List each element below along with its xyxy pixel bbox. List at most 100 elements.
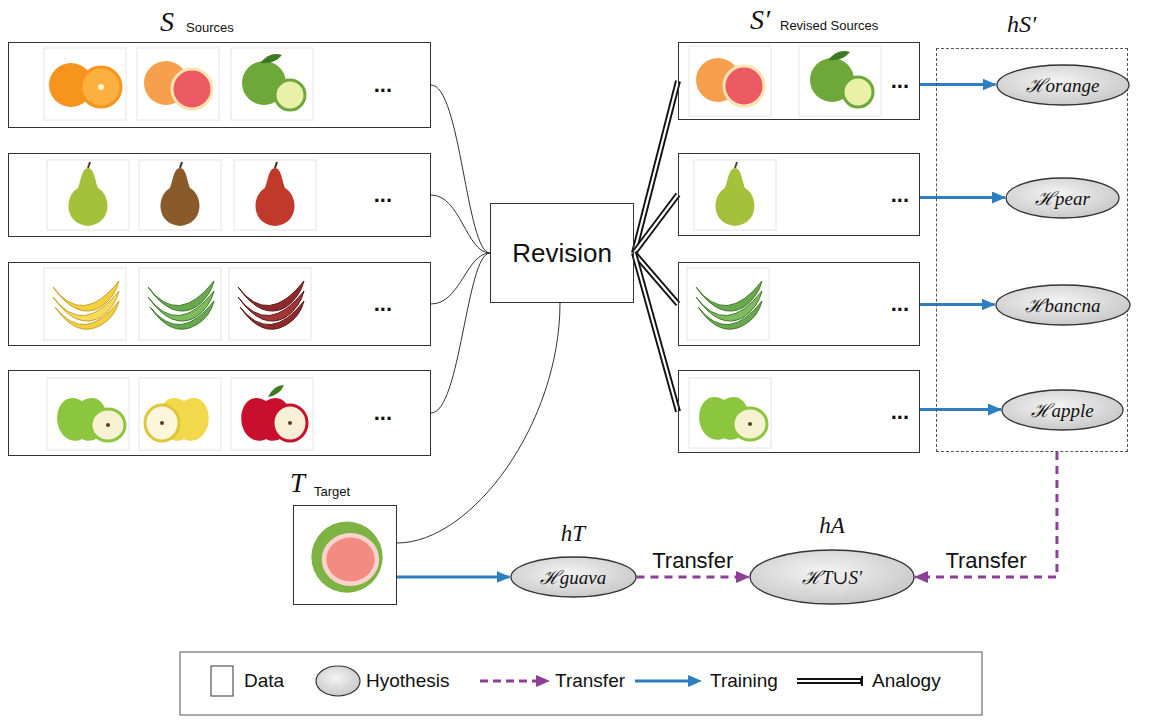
apple-image (699, 397, 767, 440)
legend-text: Hyothesis (366, 670, 449, 692)
node-text: ℋT∪S′ (802, 564, 862, 590)
orange-image (49, 63, 121, 107)
node-text: ... (891, 291, 909, 317)
target-hypothesis-ellipse: hTℋguava (510, 556, 637, 598)
connector (920, 409, 1001, 410)
image-frame (234, 160, 316, 230)
source-data-box: ... (8, 370, 431, 456)
image-frame (229, 268, 311, 340)
image-frame (47, 160, 129, 230)
connector (920, 197, 1005, 198)
node-text: ... (374, 291, 392, 317)
node-heading: hT (561, 521, 585, 547)
connector (920, 304, 995, 305)
set-symbol: S′ (750, 4, 770, 36)
ellipse-shape (1002, 390, 1123, 430)
image-frame (689, 378, 771, 448)
grapefruit-image (696, 58, 764, 106)
connector-line (431, 85, 490, 253)
legend-frame (180, 652, 982, 715)
connector-line (920, 303, 995, 306)
connector (634, 81, 678, 253)
source-data-box: ... (8, 153, 431, 237)
connector (397, 303, 560, 543)
hypothesis-ellipse: ℋpear (1005, 177, 1120, 219)
edge-label: Transfer (942, 548, 1029, 574)
node-text: ... (891, 182, 909, 208)
connector (920, 84, 996, 85)
connector-line (634, 195, 678, 254)
pear-image (716, 162, 755, 226)
node-text: ℋorange (1026, 72, 1100, 98)
node-text: ℋapple (1031, 397, 1093, 423)
target-data-box: TTarget (293, 505, 397, 605)
hypothesis-ellipse: ℋapple (1001, 389, 1124, 431)
guava-image (311, 522, 382, 593)
legend-transfer-sample (480, 680, 538, 683)
node-heading: T (290, 468, 305, 499)
legend-text: Analogy (872, 670, 941, 692)
connector (634, 253, 678, 412)
revision-box: Revision (490, 203, 634, 303)
banana-image (53, 281, 119, 329)
banana-image (696, 281, 762, 329)
legend-analogy-sample (797, 678, 862, 684)
ellipse-shape (1006, 178, 1119, 218)
node-text: ... (891, 399, 909, 425)
connector-line (920, 83, 996, 86)
banana-image (238, 281, 304, 329)
image-frame (139, 378, 221, 450)
image-frame (44, 48, 126, 120)
set-symbol: S (160, 6, 174, 38)
hypothesis-ellipse: ℋbancna (995, 284, 1131, 326)
image-frame (687, 268, 769, 340)
banana-image (148, 281, 214, 329)
legend-samples (180, 652, 982, 715)
pear-image (161, 162, 200, 226)
legend-training-head (688, 675, 702, 687)
revised-data-box: ... (678, 153, 920, 236)
connector (397, 577, 510, 578)
legend-transfer-head (536, 675, 550, 687)
image-frame (799, 46, 881, 116)
node-heading: hA (819, 513, 845, 539)
node-text: ℋguava (540, 564, 606, 590)
legend-text: Transfer (555, 670, 625, 692)
connector-line (634, 81, 678, 253)
ellipse-shape (750, 550, 914, 604)
legend-data-sample (211, 666, 233, 696)
connector-line (634, 81, 678, 253)
connector-line (397, 303, 560, 543)
image-frame (137, 48, 219, 120)
lime-image (810, 51, 873, 107)
image-frame (689, 46, 771, 116)
ellipse-shape (511, 557, 636, 597)
legend-text: Training (710, 670, 778, 692)
fruit-images (49, 51, 873, 593)
apple-image (145, 398, 209, 441)
ellipse-shape (997, 65, 1129, 105)
hypothesis-group: hS′ℋorangeℋpearℋbancnaℋapple (936, 48, 1128, 452)
image-frame (694, 160, 776, 230)
image-frame (231, 48, 313, 120)
node-heading: hS′ (1007, 11, 1036, 38)
set-caption: Sources (186, 20, 234, 35)
legend-analogy-end (861, 676, 863, 686)
node-text: ℋbancna (1025, 292, 1101, 318)
connector-line (637, 576, 750, 579)
lime-image (242, 54, 305, 110)
node-text: Revision (512, 238, 612, 269)
apple-image (241, 385, 307, 441)
connector (637, 577, 750, 578)
connector-line (431, 253, 490, 413)
apple-image (57, 398, 125, 441)
node-text: ... (374, 182, 392, 208)
edge-label: Transfer (649, 548, 736, 574)
revised-data-box: ... (678, 262, 920, 346)
legend-analogy-inner (797, 680, 860, 682)
combined-hypothesis-ellipse: hAℋT∪S′ (749, 549, 915, 605)
connector-line (634, 195, 678, 254)
